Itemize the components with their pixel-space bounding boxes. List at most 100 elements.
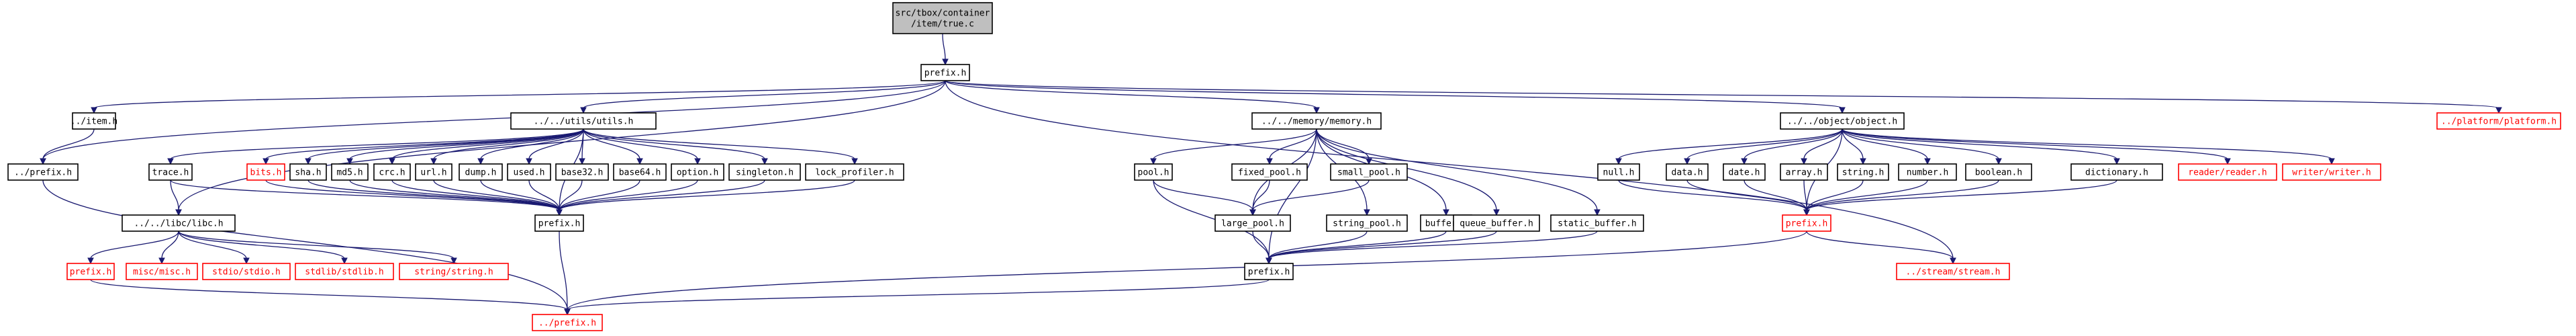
node-singleton-h[interactable]: singleton.h bbox=[728, 163, 801, 181]
node-box bbox=[510, 112, 657, 130]
node-label: pool.h bbox=[1138, 168, 1170, 178]
node-utils-utils-h[interactable]: ../../utils/utils.h bbox=[510, 112, 657, 130]
node-box bbox=[1782, 214, 1831, 232]
node-stream-stream-h[interactable]: ../stream/stream.h bbox=[1896, 263, 2010, 280]
node-box bbox=[1896, 263, 2010, 280]
node-static-buffer-h[interactable]: static_buffer.h bbox=[1550, 214, 1644, 232]
node-reader-reader-h[interactable]: reader/reader.h bbox=[2178, 163, 2277, 181]
node-fixed-pool-h[interactable]: fixed_pool.h bbox=[1231, 163, 1308, 181]
node-number-h[interactable]: number.h bbox=[1898, 163, 1957, 181]
node-label: reader/reader.h bbox=[2188, 168, 2267, 178]
node-base32-h[interactable]: base32.h bbox=[555, 163, 609, 181]
node-prefix-h[interactable]: prefix.h bbox=[534, 214, 584, 232]
arrowhead-memory-to-pool bbox=[1150, 158, 1157, 165]
edge-object-to-writer bbox=[1842, 128, 2332, 160]
node-string-h[interactable]: string.h bbox=[1837, 163, 1889, 181]
node-url-h[interactable]: url.h bbox=[415, 163, 452, 181]
node-boolean-h[interactable]: boolean.h bbox=[1965, 163, 2032, 181]
node-label: queue_buffer.h bbox=[1460, 219, 1533, 229]
edge-object-to-string_obj bbox=[1842, 128, 1864, 160]
node-prefix-h[interactable]: ../prefix.h bbox=[532, 314, 603, 331]
node-crc-h[interactable]: crc.h bbox=[373, 163, 411, 181]
node-trace-h[interactable]: trace.h bbox=[148, 163, 193, 181]
edge-utils_prefix-to-dprefix_bottom bbox=[559, 230, 568, 310]
edge-string_pool-to-memory_prefix bbox=[1268, 230, 1368, 259]
node-label: crc.h bbox=[379, 168, 405, 178]
edge-object-to-array bbox=[1803, 128, 1843, 160]
node-string-string-h[interactable]: string/string.h bbox=[399, 263, 509, 280]
node-large-pool-h[interactable]: large_pool.h bbox=[1214, 214, 1291, 232]
node-object-object-h[interactable]: ../../object/object.h bbox=[1780, 112, 1905, 130]
node-stdlib-stdlib-h[interactable]: stdlib/stdlib.h bbox=[295, 263, 394, 280]
node-memory-memory-h[interactable]: ../../memory/memory.h bbox=[1251, 112, 1382, 130]
edge-dump-to-utils_prefix bbox=[480, 179, 560, 211]
node-misc-misc-h[interactable]: misc/misc.h bbox=[126, 263, 198, 280]
edge-array-to-object_prefix bbox=[1803, 179, 1807, 211]
node-prefix-h[interactable]: prefix.h bbox=[66, 263, 115, 280]
node-libc-libc-h[interactable]: ../../libc/libc.h bbox=[122, 214, 236, 232]
node-dump-h[interactable]: dump.h bbox=[459, 163, 503, 181]
arrowhead-utils-to-used bbox=[526, 158, 532, 165]
node-prefix-h[interactable]: prefix.h bbox=[1782, 214, 1831, 232]
node-box bbox=[534, 214, 584, 232]
node-prefix-h[interactable]: prefix.h bbox=[920, 64, 970, 81]
node-lock-profiler-h[interactable]: lock_profiler.h bbox=[805, 163, 904, 181]
node-label: misc/misc.h bbox=[133, 267, 191, 278]
edge-root-to-prefix_top bbox=[942, 33, 946, 60]
node-sha-h[interactable]: sha.h bbox=[289, 163, 327, 181]
node-label: ../../object/object.h bbox=[1787, 117, 1897, 127]
arrowhead-utils-to-sha bbox=[305, 158, 312, 165]
node-dictionary-h[interactable]: dictionary.h bbox=[2070, 163, 2163, 181]
node-box bbox=[2178, 163, 2277, 181]
node-base64-h[interactable]: base64.h bbox=[613, 163, 667, 181]
node-box bbox=[1550, 214, 1644, 232]
edge-base64-to-utils_prefix bbox=[559, 179, 640, 211]
node-box bbox=[1597, 163, 1640, 181]
node-prefix-h[interactable]: prefix.h bbox=[1244, 263, 1294, 280]
node-data-h[interactable]: data.h bbox=[1666, 163, 1709, 181]
edge-large_pool-to-memory_prefix bbox=[1252, 230, 1270, 259]
arrowhead-prefix_top-to-platform bbox=[2495, 107, 2502, 114]
node-item-h[interactable]: ../item.h bbox=[70, 112, 117, 130]
arrowhead-small_pool-to-large_pool bbox=[1249, 209, 1256, 216]
edge-memory-to-fixed_pool bbox=[1269, 128, 1317, 160]
node-prefix-h[interactable]: ../prefix.h bbox=[7, 163, 79, 181]
node-box bbox=[1231, 163, 1308, 181]
edge-memory-to-pool bbox=[1153, 128, 1317, 160]
node-array-h[interactable]: array.h bbox=[1780, 163, 1828, 181]
edge-null-to-object_prefix bbox=[1618, 179, 1807, 211]
arrowhead-prefix_top-to-object bbox=[1839, 107, 1846, 114]
edge-used-to-utils_prefix bbox=[528, 179, 560, 211]
node-date-h[interactable]: date.h bbox=[1723, 163, 1766, 181]
node-md5-h[interactable]: md5.h bbox=[331, 163, 369, 181]
edge-data-to-object_prefix bbox=[1686, 179, 1807, 211]
arrowhead-utils-to-base32 bbox=[579, 158, 585, 165]
node-small-pool-h[interactable]: small_pool.h bbox=[1330, 163, 1408, 181]
edge-prefix_top-to-platform bbox=[945, 80, 2499, 109]
node-box bbox=[415, 163, 452, 181]
node-null-h[interactable]: null.h bbox=[1597, 163, 1640, 181]
node-pool-h[interactable]: pool.h bbox=[1134, 163, 1173, 181]
node-box bbox=[7, 163, 79, 181]
node-queue-buffer-h[interactable]: queue_buffer.h bbox=[1453, 214, 1540, 232]
arrowhead-object-to-array bbox=[1801, 158, 1807, 165]
node-box bbox=[1251, 112, 1382, 130]
node-box bbox=[295, 263, 394, 280]
node-string-pool-h[interactable]: string_pool.h bbox=[1326, 214, 1408, 232]
node-option-h[interactable]: option.h bbox=[671, 163, 724, 181]
edge-object-to-boolean bbox=[1842, 128, 1999, 160]
node-bits-h[interactable]: bits.h bbox=[246, 163, 285, 181]
node-writer-writer-h[interactable]: writer/writer.h bbox=[2282, 163, 2381, 181]
node-box bbox=[1780, 112, 1905, 130]
node-platform-platform-h[interactable]: ../platform/platform.h bbox=[2436, 112, 2561, 130]
edge-prefix_top-to-item bbox=[93, 80, 946, 109]
edge-sha-to-utils_prefix bbox=[307, 179, 560, 211]
node-stdio-stdio-h[interactable]: stdio/stdio.h bbox=[202, 263, 291, 280]
node-label: boolean.h bbox=[1975, 168, 2022, 178]
edge-libc-to-libc_prefix bbox=[90, 230, 179, 259]
arrowhead-object-to-boolean bbox=[1995, 158, 2002, 165]
node-layer: src/tbox/container/item/true.cprefix.h..… bbox=[7, 2, 2561, 331]
node-used-h[interactable]: used.h bbox=[507, 163, 551, 181]
node-label: lock_profiler.h bbox=[815, 168, 894, 178]
node-label: trace.h bbox=[152, 168, 189, 178]
